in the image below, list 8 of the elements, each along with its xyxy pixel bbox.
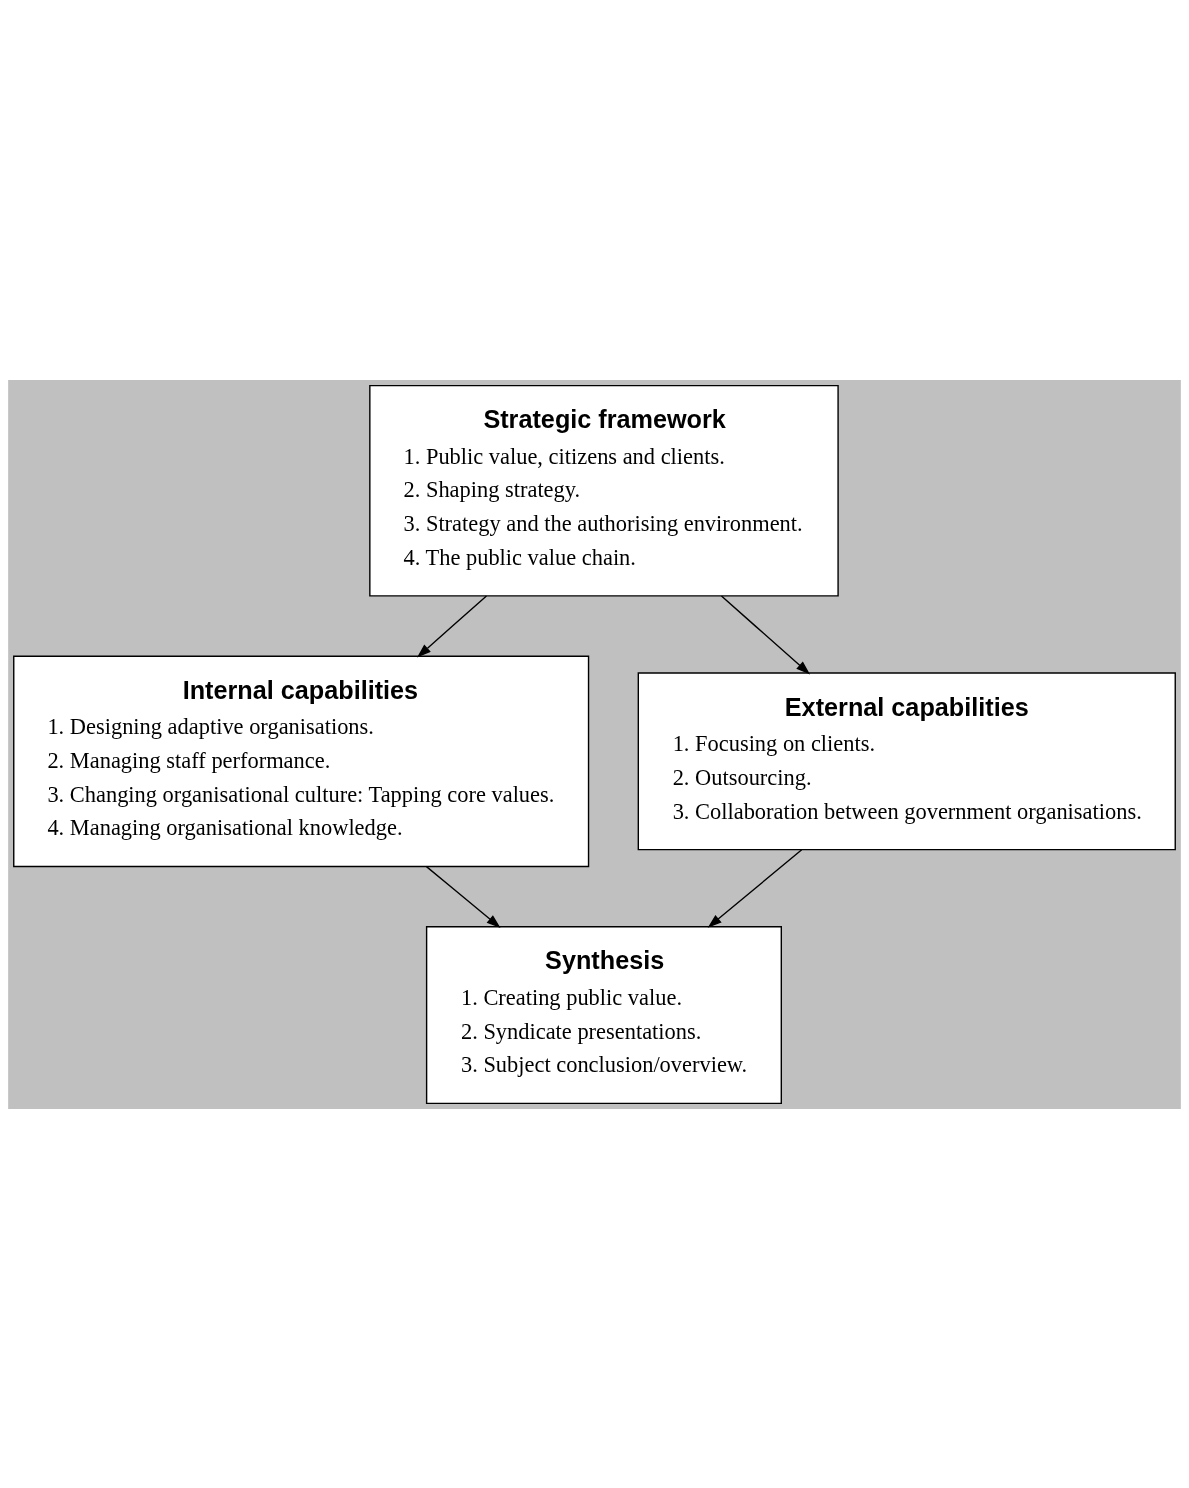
arrow	[707, 848, 803, 928]
arrow	[417, 594, 488, 657]
node-box: Strategic framework 1. Public value, citizens and clients. 2. Shaping strategy. 3. Strategy and the authorising environment. 4. The public value chain.	[369, 384, 839, 597]
node-box: Internal capabilities 1. Designing adaptive organisations. 2. Managing staff performance. 3. Changing organisational culture: Tapping core values. 4. Managing organisational knowledge.	[13, 654, 590, 867]
arrow	[720, 594, 811, 674]
arrow	[425, 865, 501, 928]
node-box: Synthesis 1. Creating public value. 2. Syndicate presentations. 3. Subject conclusion/overview.	[425, 925, 782, 1104]
node-box: External capabilities 1. Focusing on clients. 2. Outsourcing. 3. Collaboration between government organisations.	[637, 671, 1176, 850]
